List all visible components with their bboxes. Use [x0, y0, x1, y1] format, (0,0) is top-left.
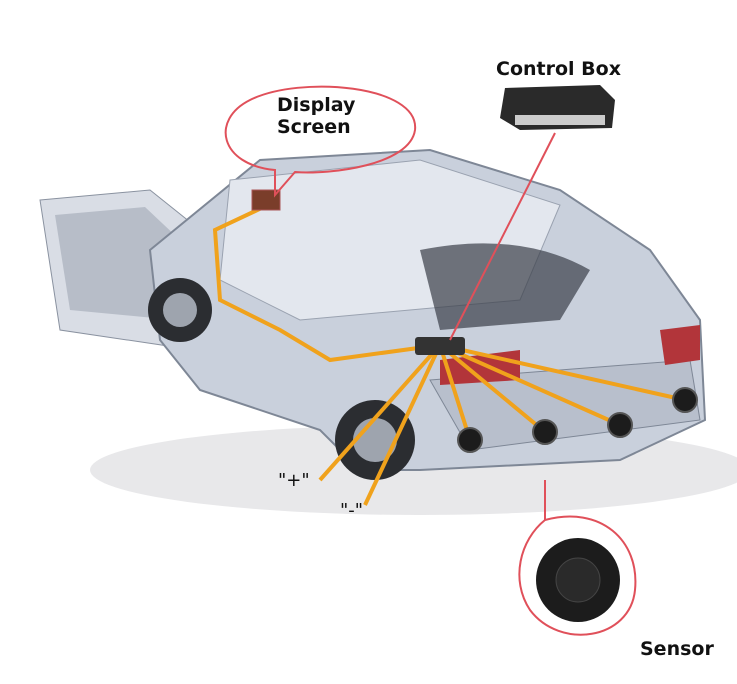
wiring — [212, 203, 686, 506]
positive-wire-label: "+" — [278, 470, 310, 491]
display-callout — [224, 85, 417, 198]
sensor-2 — [532, 419, 558, 445]
sensor-face — [555, 557, 601, 603]
door-panel — [55, 207, 180, 320]
rear-window — [420, 243, 590, 330]
display-label-line1: Display — [277, 94, 356, 116]
control-module — [415, 337, 465, 355]
sensor-4 — [672, 387, 698, 413]
sensor-label: Sensor — [640, 638, 714, 660]
control-box-pointer — [449, 132, 556, 341]
control-box-connectors — [515, 115, 605, 125]
display-unit — [251, 189, 281, 211]
tail-light-right — [660, 325, 700, 365]
negative-wire-label: "-" — [340, 500, 364, 521]
display-label-line2: Screen — [277, 116, 351, 138]
display-screen-label: Display Screen — [277, 94, 355, 138]
sensor-callout — [518, 515, 637, 636]
control-box-label: Control Box — [496, 58, 621, 80]
front-rim — [163, 293, 197, 327]
sensor-3 — [607, 412, 633, 438]
sensor-1 — [457, 427, 483, 453]
